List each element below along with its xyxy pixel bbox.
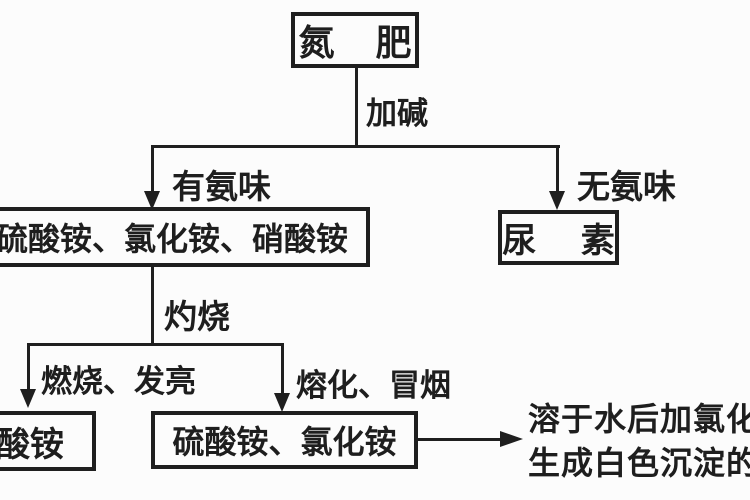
connector-subleft-down [27,343,30,391]
connector-branch1-horizontal [151,145,560,148]
connector-root-down [355,66,358,147]
node-ammonium-sulfate-chloride: 硫酸铵、氯化铵 [151,411,418,469]
arrowhead-right-icon [500,431,523,447]
node-urea: 尿 素 [498,210,619,265]
connector-subright-down [281,343,284,395]
connector-right-down [556,145,559,195]
edge-label-add-alkali: 加碱 [366,96,428,131]
connector-calcine-down [151,265,154,346]
edge-label-melt-smoke: 熔化、冒烟 [296,368,451,403]
edge-label-has-ammonia: 有氨味 [172,170,271,206]
arrowhead-left-down-icon [144,191,160,210]
node-ammonium-nitrate: 硝酸铵 [0,411,96,471]
arrowhead-subleft-down-icon [20,389,36,408]
arrowhead-subright-down-icon [274,393,290,412]
connector-branch2-horizontal [27,343,284,346]
connector-left-down [151,145,154,195]
result-note: 溶于水后加氯化钡 生成白色沉淀的 [528,397,750,485]
node-ammonium-salts: 硫酸铵、氯化铵、硝酸铵 [0,207,370,267]
node-nitrogen-fertilizer: 氮 肥 [291,12,419,68]
connector-to-result [417,438,503,441]
edge-label-burn-glow: 燃烧、发亮 [41,364,196,399]
result-note-line1: 溶于水后加氯化钡 [528,401,750,437]
edge-label-calcine: 灼烧 [164,300,230,336]
arrowhead-right-down-icon [549,191,565,210]
result-note-line2: 生成白色沉淀的 [528,445,750,481]
edge-label-no-ammonia: 无氨味 [577,170,676,206]
